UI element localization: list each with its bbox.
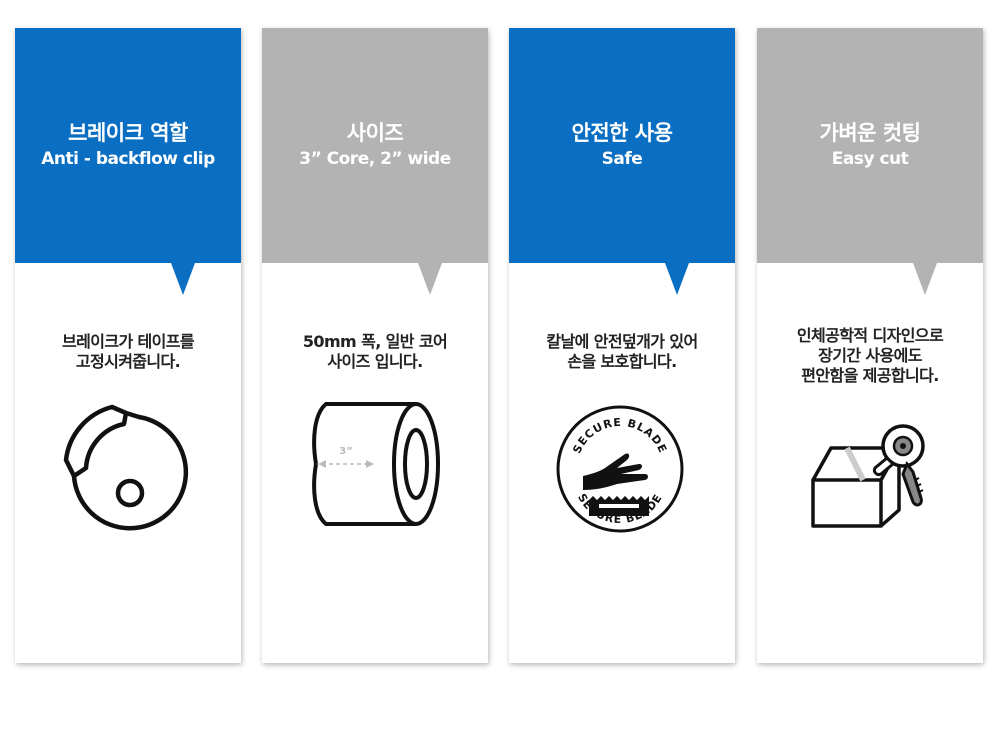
desc-line: 50mm 폭, 일반 코어 bbox=[302, 332, 448, 351]
card-title-ko: 안전한 사용 bbox=[571, 121, 673, 145]
card-pointer bbox=[171, 263, 195, 295]
card-header: 가벼운 컷팅 Easy cut bbox=[757, 28, 983, 263]
desc-line: 칼날에 안전덮개가 있어 bbox=[546, 332, 698, 351]
card-title-ko: 브레이크 역할 bbox=[68, 121, 188, 145]
desc-line: 장기간 사용에도 bbox=[818, 346, 922, 365]
card-title-ko: 사이즈 bbox=[346, 121, 404, 145]
brake-clip-icon bbox=[63, 404, 189, 531]
card-pointer bbox=[913, 263, 937, 295]
tape-roll-icon: 3” bbox=[312, 402, 440, 526]
card-description: 칼날에 안전덮개가 있어 손을 보호합니다. bbox=[509, 332, 735, 372]
badge-text-top: SECURE BLADE bbox=[570, 416, 668, 456]
size-label: 3” bbox=[339, 446, 353, 457]
card-title-en: Anti - backflow clip bbox=[41, 149, 215, 169]
desc-line: 손을 보호합니다. bbox=[567, 352, 677, 371]
card-description: 브레이크가 테이프를 고정시켜줍니다. bbox=[15, 332, 241, 372]
card-description: 인체공학적 디자인으로 장기간 사용에도 편안함을 제공합니다. bbox=[757, 326, 983, 386]
svg-text:SECURE BLADE: SECURE BLADE bbox=[570, 416, 669, 456]
card-title-en: Easy cut bbox=[831, 149, 909, 169]
feature-card-safe: 안전한 사용 Safe 칼날에 안전덮개가 있어 손을 보호합니다. SECUR… bbox=[509, 28, 735, 663]
card-title-en: Safe bbox=[601, 149, 643, 169]
card-title-en: 3” Core, 2” wide bbox=[299, 149, 451, 169]
card-header: 안전한 사용 Safe bbox=[509, 28, 735, 263]
desc-line: 편안함을 제공합니다. bbox=[801, 366, 939, 385]
card-header: 브레이크 역할 Anti - backflow clip bbox=[15, 28, 241, 263]
card-description: 50mm 폭, 일반 코어 사이즈 입니다. bbox=[262, 332, 488, 372]
card-header: 사이즈 3” Core, 2” wide bbox=[262, 28, 488, 263]
secure-blade-icon: SECURE BLADE SECURE BLADE bbox=[556, 405, 684, 533]
card-title-ko: 가벼운 컷팅 bbox=[819, 121, 921, 145]
box-dispenser-icon bbox=[811, 424, 925, 528]
desc-line: 사이즈 입니다. bbox=[327, 352, 423, 371]
desc-line: 브레이크가 테이프를 bbox=[61, 332, 195, 351]
desc-line: 고정시켜줍니다. bbox=[75, 352, 181, 371]
feature-card-anti-backflow: 브레이크 역할 Anti - backflow clip 브레이크가 테이프를 … bbox=[15, 28, 241, 663]
feature-card-easy-cut: 가벼운 컷팅 Easy cut 인체공학적 디자인으로 장기간 사용에도 편안함… bbox=[757, 28, 983, 663]
feature-card-size: 사이즈 3” Core, 2” wide 50mm 폭, 일반 코어 사이즈 입… bbox=[262, 28, 488, 663]
card-pointer bbox=[418, 263, 442, 295]
desc-line: 인체공학적 디자인으로 bbox=[796, 326, 944, 345]
card-pointer bbox=[665, 263, 689, 295]
